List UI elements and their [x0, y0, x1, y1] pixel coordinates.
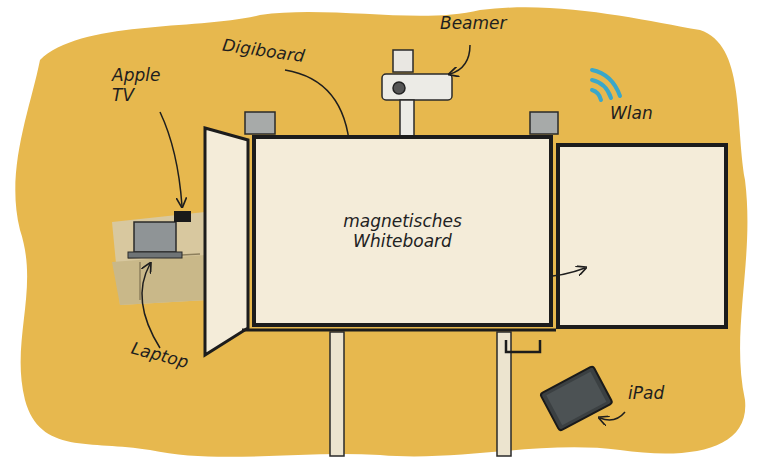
part-label: Beamer — [440, 14, 530, 34]
laptop — [134, 222, 176, 252]
speaker — [245, 112, 275, 134]
desk-leg — [139, 262, 141, 300]
apple-tv — [174, 211, 191, 222]
left-wing — [205, 128, 248, 355]
part-label: iPad — [628, 384, 688, 404]
part-label: Wlan — [610, 104, 680, 124]
beamer-mount — [393, 50, 413, 72]
board-tray — [242, 329, 556, 332]
right-wing — [558, 145, 726, 327]
part-label: Apple TV — [112, 66, 172, 105]
beamer — [382, 74, 452, 100]
beamer-lens — [393, 82, 405, 94]
leader-line — [142, 264, 160, 348]
bracket — [506, 340, 540, 352]
desk-area — [112, 212, 208, 305]
speaker — [530, 112, 558, 134]
wlan-symbol — [592, 90, 601, 100]
ipad — [540, 366, 613, 431]
whiteboard: magnetisches Whiteboard — [252, 135, 553, 327]
leader-line — [160, 112, 182, 206]
stand-leg — [497, 332, 511, 456]
leader-line — [450, 45, 470, 74]
stand-leg — [330, 332, 344, 456]
desk-shading — [112, 255, 207, 305]
board-label: magnetisches Whiteboard — [333, 211, 473, 252]
beamer-pole — [400, 100, 414, 138]
yellow-background — [15, 7, 747, 457]
leader-line — [600, 412, 625, 420]
laptop-base — [128, 252, 182, 258]
